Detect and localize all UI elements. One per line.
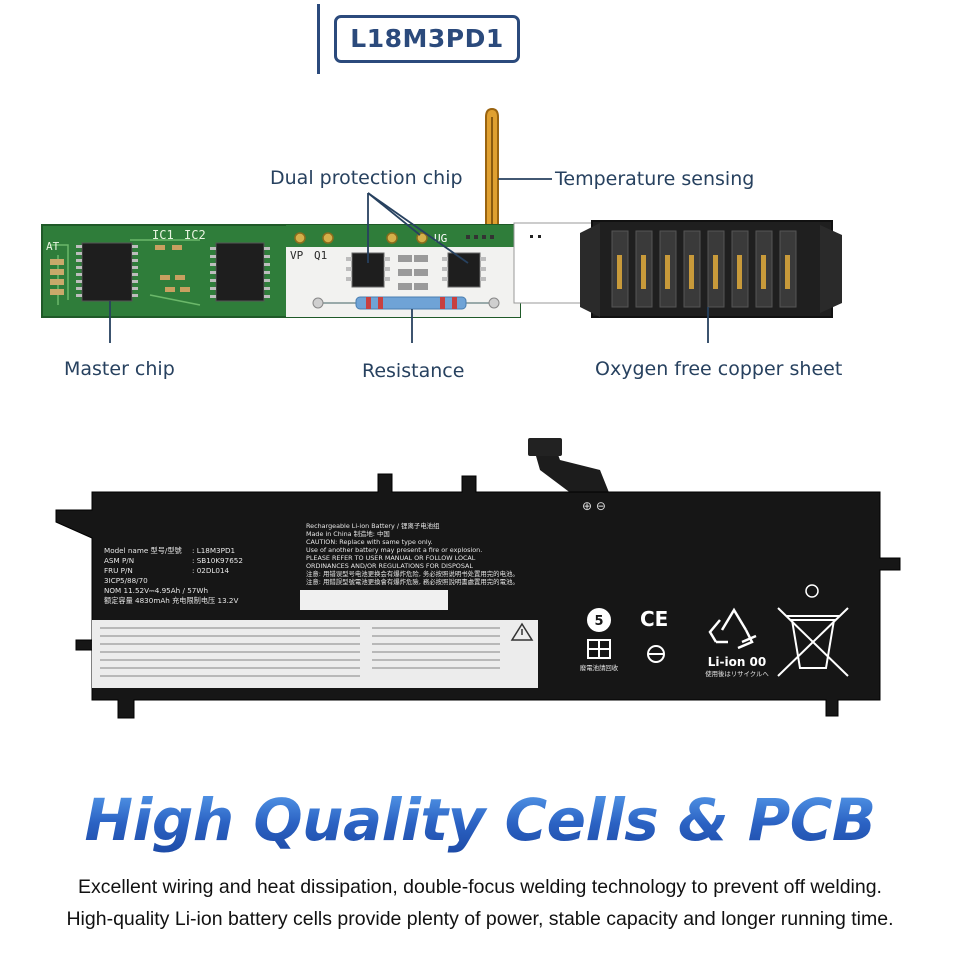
battery-pack: ⊕ ⊖ Model name 型号/型號 ASM P/N FRU P/N 3IC…	[55, 438, 901, 719]
svg-text:⊕ ⊖: ⊕ ⊖	[582, 499, 606, 513]
label-dual-protection-chip: Dual protection chip	[270, 167, 463, 189]
master-chip	[81, 242, 133, 302]
label-line-2: CAUTION: Replace with same type only.	[306, 538, 433, 546]
cert-circle-icon	[587, 608, 611, 632]
silk-at: AT	[46, 240, 60, 253]
spec-value-2: : 02DL014	[192, 566, 230, 575]
label-line-5: ORDINANCES AND/OR REGULATIONS FOR DISPOS…	[306, 562, 473, 570]
label-line-6: 注意: 用错误型号电池更换会有爆炸危险, 务必按照说明书处置用完的电池。	[306, 569, 519, 578]
spec-key-1: ASM P/N	[104, 556, 134, 565]
silk-ic2: IC2	[184, 228, 206, 242]
cert-caption: 廢電池請回收	[580, 663, 619, 672]
label-resistance: Resistance	[362, 360, 465, 382]
description-line-1: Excellent wiring and heat dissipation, d…	[78, 876, 882, 898]
description-line-2: High-quality Li-ion battery cells provid…	[66, 908, 894, 930]
label-line-3: Use of another battery may present a fir…	[306, 546, 482, 554]
silk-vp: VP	[290, 249, 304, 262]
spec-key-0: Model name 型号/型號	[104, 546, 182, 555]
cert-number: 5	[594, 614, 603, 629]
label-temperature-sensing: Temperature sensing	[555, 168, 755, 190]
copper-connector	[580, 220, 842, 318]
headline: High Quality Cells & PCB	[0, 786, 960, 854]
label-line-1: Made in China 制造地: 中国	[306, 529, 390, 538]
secondary-chip	[215, 242, 265, 302]
model-divider	[317, 4, 320, 74]
spec-key-5: 额定容量 4830mAh 充电限制电压 13.2V	[104, 596, 238, 605]
spec-key-3: 3ICP5/88/70	[104, 576, 148, 585]
warning-icon	[510, 622, 534, 641]
label-master-chip: Master chip	[64, 358, 175, 380]
weee-bin-icon	[777, 607, 849, 677]
warning-panel	[92, 620, 538, 688]
model-badge: L18M3PD1	[334, 15, 520, 63]
recycle-caption: Li-ion 00	[708, 655, 767, 669]
recycle-icon	[708, 607, 757, 650]
label-blank-block	[300, 590, 448, 610]
spec-value-1: : SB10K97652	[192, 556, 243, 565]
label-line-0: Rechargeable Li-ion Battery / 锂离子电池组	[306, 521, 440, 530]
spec-key-2: FRU P/N	[104, 566, 133, 575]
label-line-7: 注意: 用錯誤型號電池更換會有爆炸危險, 務必按照說明書處置用完的電池。	[306, 577, 519, 586]
silk-ic1: IC1	[152, 228, 174, 242]
protection-chip-2	[447, 252, 481, 288]
pcb-illustration: AT IC1 IC2 VP Q1 UG	[41, 107, 842, 343]
silk-q1: Q1	[314, 249, 327, 262]
ce-mark: CE	[640, 607, 668, 631]
resistance-element	[355, 296, 467, 310]
spec-value-0: : L18M3PD1	[192, 546, 235, 555]
recycle-jp-caption: 使用後はリサイクルへ	[705, 669, 769, 678]
spec-key-4: NOM 11.52V⎓4.95Ah / 57Wh	[104, 586, 208, 595]
label-line-4: PLEASE REFER TO USER MANUAL OR FOLLOW LO…	[306, 554, 476, 562]
label-copper-sheet: Oxygen free copper sheet	[595, 358, 843, 380]
